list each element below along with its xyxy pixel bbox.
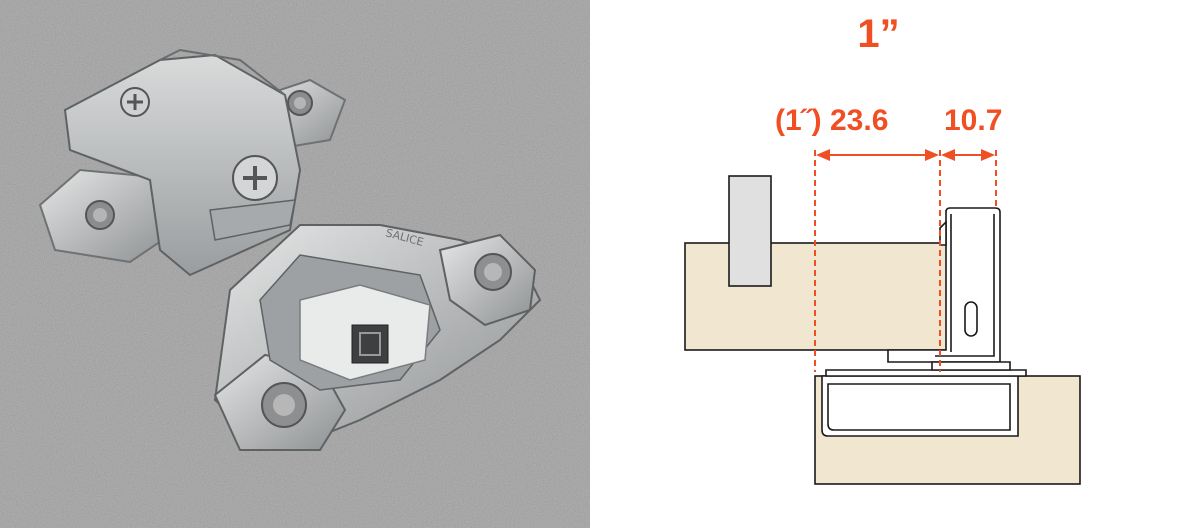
grey-face-frame-block bbox=[728, 175, 772, 287]
arrow-right-icon bbox=[925, 149, 939, 161]
hinge-arm-section bbox=[887, 207, 1011, 371]
arrow-right-icon bbox=[981, 149, 995, 161]
dimension-label-left: (1˝) 23.6 bbox=[775, 104, 889, 137]
arrow-left-icon bbox=[816, 149, 830, 161]
hinge-cup-section bbox=[821, 369, 1027, 437]
arrow-left-icon bbox=[941, 149, 955, 161]
soft-close-switch-icon bbox=[351, 324, 389, 364]
dimension-lines bbox=[814, 149, 997, 372]
overlay-title: 1” bbox=[857, 12, 900, 56]
dimension-label-right: 10.7 bbox=[944, 104, 1003, 137]
hinge-product-photo: SALICE bbox=[0, 0, 590, 528]
hinge-cup-plate: SALICE bbox=[213, 224, 542, 451]
hinge-arm bbox=[63, 48, 302, 277]
